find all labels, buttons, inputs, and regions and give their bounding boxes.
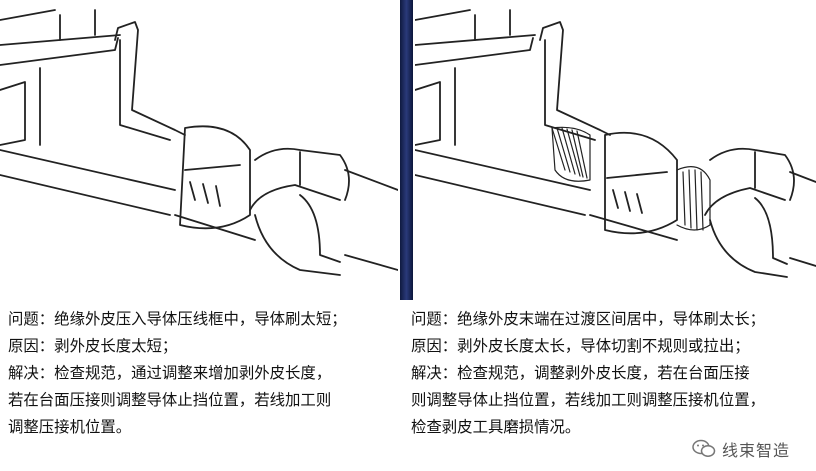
caption-solution: 解决：检查规范，通过调整来增加剥外皮长度， bbox=[8, 364, 332, 382]
caption-cause: 原因：剥外皮长度太短； bbox=[8, 337, 178, 355]
caption-cause: 原因：剥外皮长度太长，导体切割不规则或拉出； bbox=[411, 337, 750, 355]
terminal-illustration-short-strip bbox=[0, 0, 398, 300]
caption-solution-cont: 若在台面压接则调整导体止挡位置，若线加工则 bbox=[8, 391, 332, 409]
terminal-illustration-long-strip bbox=[415, 0, 816, 300]
watermark: 线束智造 bbox=[687, 436, 794, 462]
caption-solution-cont: 则调整导体止挡位置，若线加工则调整压接机位置， bbox=[411, 391, 765, 409]
caption-problem: 问题：绝缘外皮压入导体压线框中，导体刷太短； bbox=[8, 310, 347, 328]
wechat-icon bbox=[692, 439, 716, 459]
caption-problem: 问题：绝缘外皮末端在过渡区间居中，导体刷太长； bbox=[411, 310, 765, 328]
caption-solution-end: 调整压接机位置。 bbox=[8, 418, 132, 436]
caption-solution-end: 检查剥皮工具磨损情况。 bbox=[411, 418, 581, 436]
watermark-text: 线束智造 bbox=[721, 441, 790, 460]
panel-divider bbox=[400, 0, 413, 300]
right-caption: 问题：绝缘外皮末端在过渡区间居中，导体刷太长； 原因：剥外皮长度太长，导体切割不… bbox=[411, 306, 815, 441]
left-caption: 问题：绝缘外皮压入导体压线框中，导体刷太短； 原因：剥外皮长度太短； 解决：检查… bbox=[8, 306, 396, 441]
caption-solution: 解决：检查规范，调整剥外皮长度，若在台面压接 bbox=[411, 364, 750, 382]
